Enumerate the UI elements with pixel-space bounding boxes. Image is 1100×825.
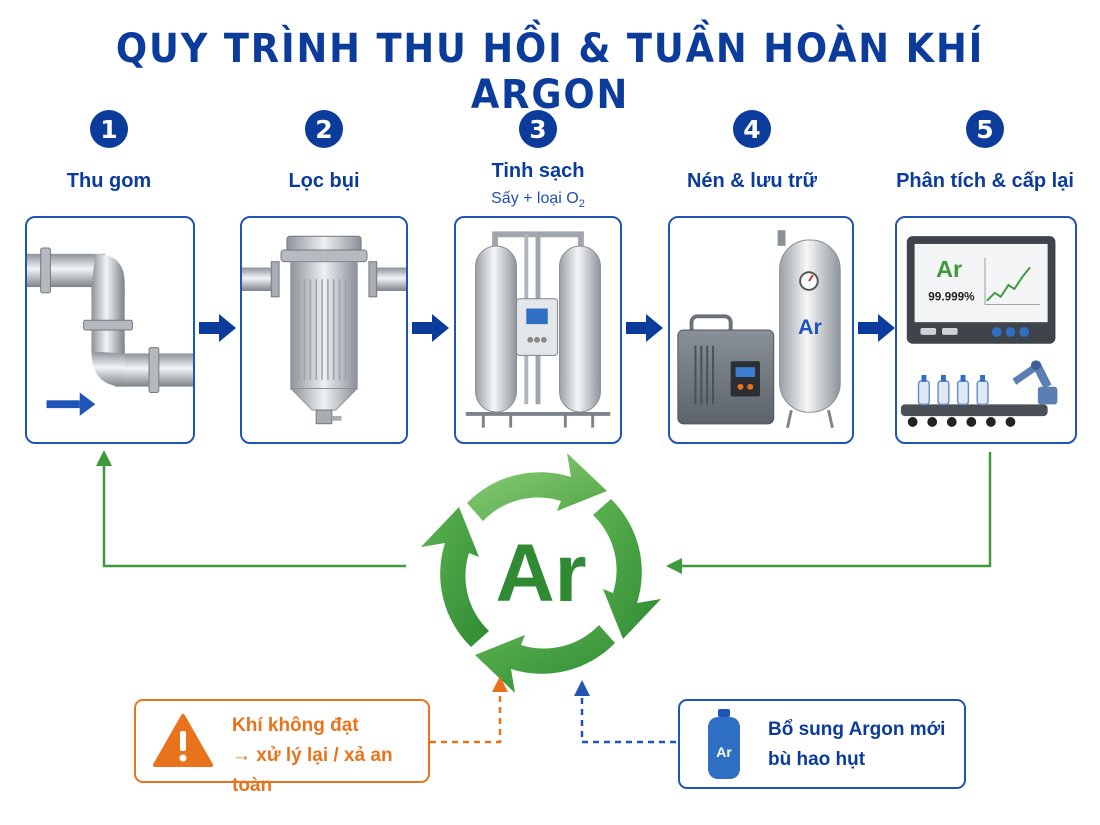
cycle-symbol: Ar — [495, 528, 586, 619]
recycle-cycle-icon: Ar — [421, 453, 661, 693]
compressor-tank-illustration: Ar — [677, 230, 841, 429]
dust-filter-panel — [240, 216, 408, 444]
dryer-illustration — [465, 231, 611, 428]
step-5-label: Phân tích & cấp lại — [896, 170, 1074, 192]
reject-note-line-1: Khí không đạt — [232, 715, 359, 736]
argon-bottle-icon: Ar — [708, 709, 740, 779]
bottle-label: Ar — [716, 744, 732, 760]
monitor-symbol: Ar — [936, 256, 962, 282]
supply-note-text: Bổ sung Argon mới bù hao hụt — [768, 715, 945, 775]
step-4-label: Nén & lưu trữ — [686, 170, 818, 192]
flow-arrow-4-icon — [858, 314, 895, 342]
reject-note-line-2: → xử lý lại / xả an toàn — [232, 745, 393, 796]
step-1-number: 1 — [90, 110, 128, 148]
purification-panel — [454, 216, 622, 444]
reject-gas-note: Khí không đạt → xử lý lại / xả an toàn — [134, 699, 430, 796]
flow-arrow-2-icon — [412, 314, 449, 342]
warning-icon — [153, 714, 213, 767]
flow-arrow-1-icon — [199, 314, 236, 342]
analysis-illustration: Ar 99.999% — [900, 236, 1058, 427]
supply-note-line-2: bù hao hụt — [768, 749, 866, 770]
step-4-number: 4 — [733, 110, 771, 148]
step-3-number: 3 — [519, 110, 557, 148]
compression-storage-panel: Ar — [668, 216, 854, 444]
reject-flow-line — [430, 676, 508, 744]
step-3-sublabel: Sấy + loại O2 — [491, 190, 585, 211]
page-title: QUY TRÌNH THU HỒI & TUẦN HOÀN KHÍ ARGON — [115, 26, 985, 118]
tank-label: Ar — [798, 315, 823, 339]
pipe-illustration — [27, 247, 193, 416]
step-1-label: Thu gom — [66, 170, 152, 192]
reject-note-text: Khí không đạt → xử lý lại / xả an toàn — [232, 711, 428, 801]
flow-arrow-3-icon — [626, 314, 663, 342]
supply-flow-line — [574, 680, 676, 744]
robot-arm-icon — [1012, 360, 1058, 405]
step-5-number: 5 — [966, 110, 1004, 148]
supply-note-line-1: Bổ sung Argon mới — [768, 719, 946, 740]
step-2-number: 2 — [305, 110, 343, 148]
collection-pipe-panel — [25, 216, 195, 444]
filter-illustration — [242, 235, 406, 425]
step-3-label: Tinh sạch — [491, 160, 585, 182]
purity-readout: 99.999% — [928, 291, 975, 304]
step-2-label: Lọc bụi — [288, 170, 360, 192]
return-line-to-cycle — [666, 452, 992, 574]
supply-argon-note: Ar Bổ sung Argon mới bù hao hụt — [678, 699, 966, 789]
return-line-to-collection — [96, 450, 406, 568]
inflow-arrow-icon — [46, 392, 96, 416]
analysis-supply-panel: Ar 99.999% — [895, 216, 1077, 444]
